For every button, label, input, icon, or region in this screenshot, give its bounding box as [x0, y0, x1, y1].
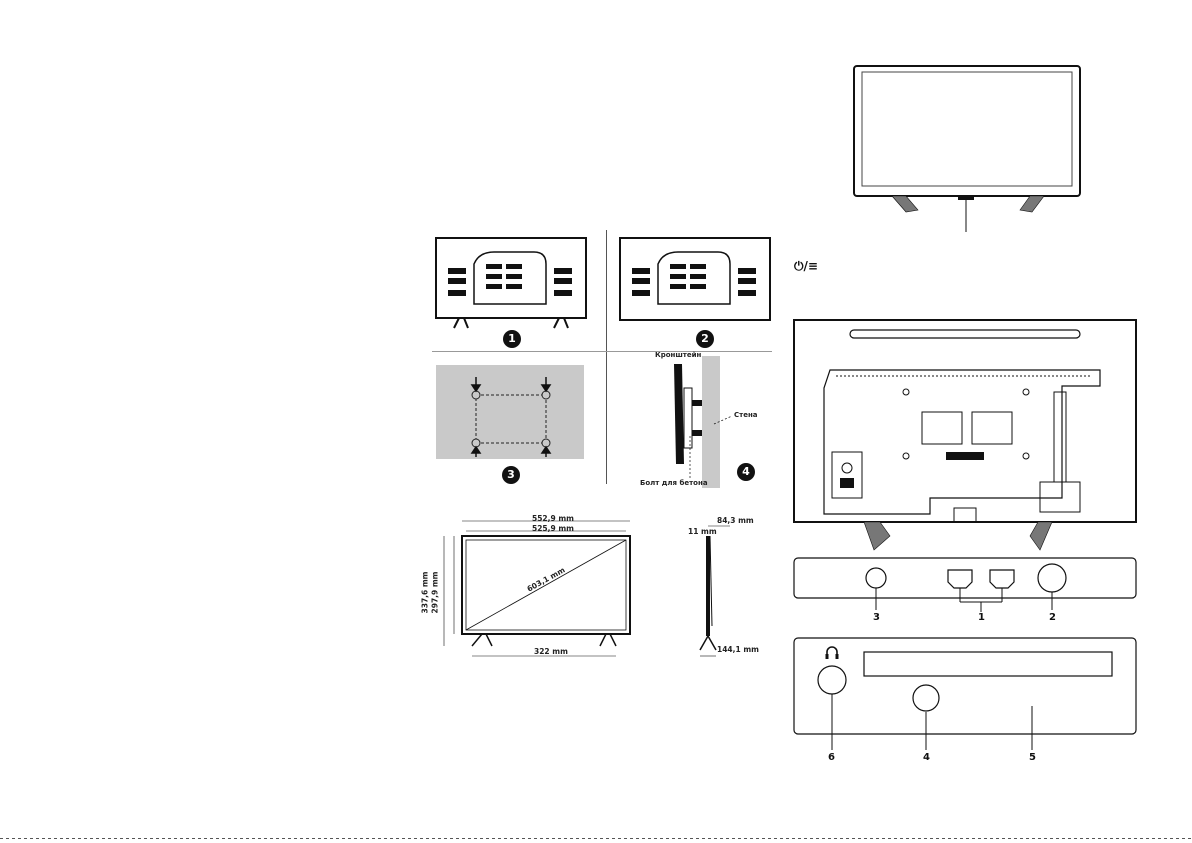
bracket-label: Кронштейн [655, 351, 701, 359]
rear-connector-panel [792, 636, 1142, 756]
step-number-4: 4 [737, 463, 755, 481]
dimension-front-drawing [440, 516, 640, 666]
callout-5: 5 [1029, 752, 1036, 763]
step-number-2: 2 [696, 330, 714, 348]
callout-1: 1 [978, 612, 985, 623]
callout-6: 6 [828, 752, 835, 763]
tv-rear-without-stand-figure [618, 234, 774, 334]
dimension-width-inner: 525,9 mm [532, 524, 574, 533]
vesa-mount-hole-pattern [436, 365, 584, 459]
wall-label: Стена [734, 411, 758, 419]
step-1-panel [434, 234, 590, 334]
callout-2: 2 [1049, 612, 1056, 623]
tv-rear-with-stand-figure [434, 234, 590, 334]
dimension-depth-thin: 11 mm [688, 527, 717, 536]
step-2-panel [618, 234, 774, 334]
dimension-width-outer: 552,9 mm [532, 514, 574, 523]
bolt-label: Болт для бетона [640, 479, 708, 487]
side-connector-panel [792, 556, 1142, 634]
dimension-height-outer: 337,6 mm [420, 572, 429, 614]
page-cut-line [0, 838, 1192, 839]
dimension-depth-stand: 144,1 mm [717, 645, 759, 654]
step-3-panel [436, 365, 584, 459]
power-menu-icon: ⏻/≡ [794, 259, 818, 274]
step-number-1: 1 [503, 330, 521, 348]
step-divider-vertical [606, 230, 607, 484]
dimension-height-inner: 297,9 mm [430, 572, 439, 614]
callout-3: 3 [873, 612, 880, 623]
dimension-side-drawing [690, 516, 750, 666]
dimension-depth-panel: 84,3 mm [717, 516, 754, 525]
tv-front-view [850, 62, 1090, 242]
tv-rear-view [790, 318, 1140, 563]
headphone-icon [824, 644, 840, 660]
step-number-3: 3 [502, 466, 520, 484]
dimension-stand-span: 322 mm [534, 647, 568, 656]
callout-4: 4 [923, 752, 930, 763]
